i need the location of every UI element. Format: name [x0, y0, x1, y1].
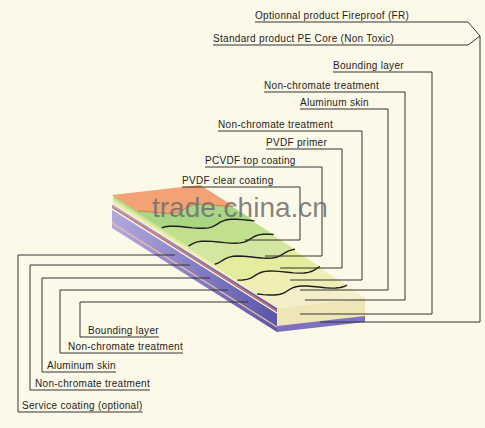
layer-label: Bounding layer — [333, 60, 404, 71]
end-face-skin — [277, 316, 365, 332]
layer-label: Non-chromate treatment — [218, 119, 333, 130]
layer-label: Optionnal product Fireproof (FR) — [255, 10, 409, 21]
layer-label: PVDF primer — [266, 137, 327, 148]
layer-label: Service coating (optional) — [22, 400, 143, 411]
layer-label: PCVDF top coating — [205, 155, 296, 166]
layer-label: Bounding layer — [88, 325, 159, 336]
panel-slab — [112, 185, 365, 332]
layer-edge — [215, 249, 295, 264]
leader-line — [60, 290, 228, 353]
layer-label: Non-chromate treatment — [68, 341, 183, 352]
leader-line — [30, 265, 190, 390]
layer-label: Non-chromate treatment — [264, 80, 379, 91]
layer-edge — [238, 267, 320, 281]
layer-label: Aluminum skin — [300, 97, 369, 108]
leader-line — [18, 255, 175, 412]
leader-lines — [18, 22, 480, 412]
layer-label: Non-chromate treatment — [35, 378, 150, 389]
leader-line — [42, 278, 210, 372]
leader-line — [320, 36, 480, 322]
layer-label: Standard product PE Core (Non Toxic) — [213, 33, 394, 44]
layer-label: Aluminum skin — [47, 360, 116, 371]
leader-line — [80, 302, 248, 337]
layer-label: PVDF clear coating — [182, 175, 274, 186]
watermark: trade.china.cn — [152, 193, 328, 223]
